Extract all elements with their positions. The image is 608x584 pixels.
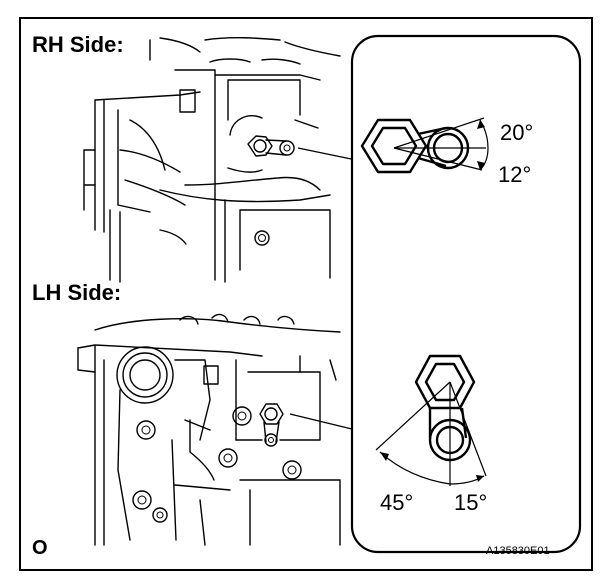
rh-engine-drawing <box>83 36 357 283</box>
lh-sensor-bolt <box>259 403 284 447</box>
lh-engine-drawing <box>77 313 357 546</box>
rh-angle-indicator <box>393 117 489 171</box>
lh-side-label: LH Side: <box>32 280 121 305</box>
detail-callout-box <box>350 34 582 554</box>
detail-callout <box>350 34 582 554</box>
rh-side-label: RH Side: <box>32 32 124 57</box>
figure-code: A135830E01 <box>486 545 550 557</box>
lh-large-port <box>116 346 174 404</box>
rh-sensor-bolt <box>247 135 295 157</box>
lh-angle-indicator <box>375 381 487 486</box>
lh-angle-left-label: 45° <box>380 490 413 515</box>
rh-angle-lower-label: 12° <box>498 162 531 187</box>
lh-angle-right-label: 15° <box>454 490 487 515</box>
corner-mark: O <box>32 537 48 559</box>
rh-angle-upper-label: 20° <box>500 120 533 145</box>
